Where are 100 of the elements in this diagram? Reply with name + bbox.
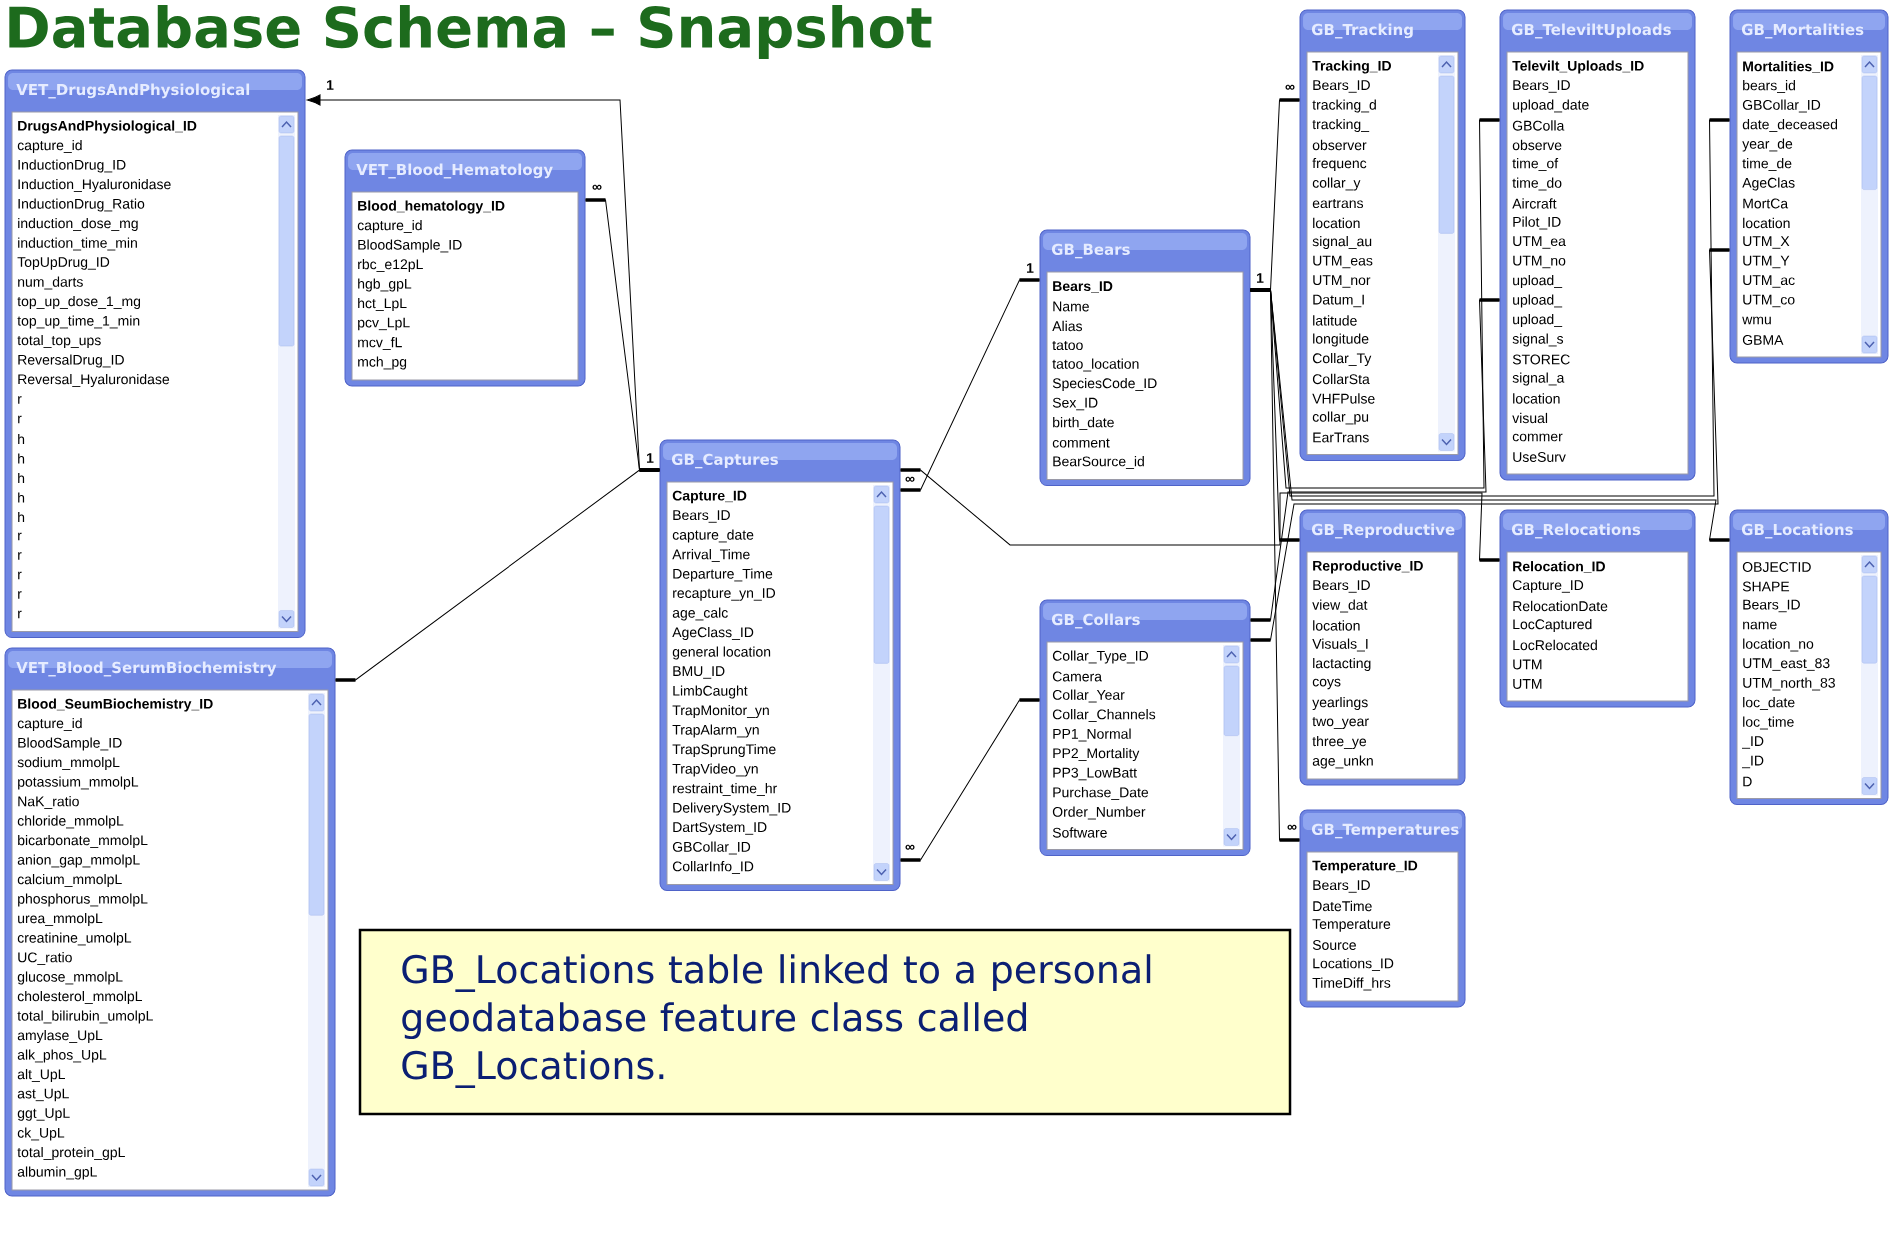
field-name: latitude [1313,315,1357,326]
relationship-line [1250,288,1730,542]
field-name: UTM_co [1743,294,1795,308]
cardinality-label: 1 [647,453,654,463]
field-name: r [18,610,22,619]
field-name: location [1513,393,1560,404]
field-name: GBMA [1742,335,1784,345]
field-name: signal_au [1312,235,1372,249]
field-name: eartrans [1312,198,1364,209]
field-name: Visuals_I [1312,638,1368,652]
field-name: location [1313,217,1360,229]
field-name: cholesterol_mmolpL [17,990,142,1004]
field-name: tracking_ [1312,118,1370,132]
field-name: DrugsAndPhysiological_ID [18,120,197,134]
field-name: UTM_ea [1513,236,1566,249]
field-name: TrapAlarm_yn [672,724,759,738]
field-name: Televilt_Uploads_ID [1512,60,1644,74]
table-window [1499,9,1696,481]
field-name: _ID [1742,736,1764,749]
field-name: PP2_Mortality [1053,747,1140,761]
field-name: num_darts [18,276,83,290]
field-name: Bears_ID [1313,580,1370,593]
field-name: Purchase_Date [1053,787,1149,800]
field-name: calcium_mmolpL [17,873,122,887]
field-name: UTM_no [1513,255,1566,269]
field-name: Blood_hematology_ID [358,200,505,214]
field-name: total_bilirubin_umolpL [17,1010,153,1024]
field-name: induction_time_min [18,237,137,251]
field-name: date_deceased [1742,119,1838,132]
field-name: DateTime [1313,900,1372,912]
field-name: UTM_east_83 [1743,658,1830,671]
field-name: restraint_time_hr [673,783,777,796]
field-name: Name [1053,301,1089,312]
field-name: BearSource_id [1053,456,1144,469]
field-name: Sex_ID [1052,397,1098,411]
field-name: TimeDiff_hrs [1312,977,1391,991]
table-window [1499,509,1696,708]
table-title: GB_Captures [671,453,778,469]
field-name: Collar_Year [1052,689,1125,703]
field-name: two_year [1312,717,1369,729]
table-title: GB_Relocations [1511,523,1641,539]
field-name: TopUpDrug_ID [17,257,110,270]
field-name: signal_a [1512,372,1565,386]
field-name: creatinine_umolpL [17,932,132,946]
relationship-line [900,278,1040,492]
field-name: ast_UpL [17,1088,69,1102]
table-window [1729,9,1889,364]
field-name: BMU_ID [673,666,725,679]
field-name: observer [1312,139,1367,151]
field-name: pcv_LpL [358,317,410,331]
cardinality-label: ∞ [1285,84,1295,90]
field-name: location_no [1743,638,1814,652]
field-name: Capture_ID [1512,580,1584,593]
cardinality-label: ∞ [905,844,915,850]
field-name: mcv_fL [358,337,402,350]
field-name: loc_date [1743,697,1795,710]
field-name: birth_date [1053,417,1114,430]
field-name: Bears_ID [1513,80,1570,93]
table-window [1299,9,1466,461]
field-name: hgb_gpL [358,278,412,292]
field-name: Camera [1052,671,1102,682]
table-window [4,647,336,1197]
field-name: Arrival_Time [672,549,750,562]
field-name: amylase_UpL [17,1029,103,1043]
field-name: Mortalities_ID [1743,61,1834,73]
field-name: commer [1512,433,1563,442]
field-name: anion_gap_mmolpL [17,854,140,868]
field-name: location [1313,620,1360,631]
field-name: Locations_ID [1313,958,1394,971]
field-name: r [18,571,22,580]
field-name: EarTrans [1313,432,1369,443]
field-name: DeliverySystem_ID [673,802,791,816]
table-title: VET_Blood_Hematology [356,163,553,179]
table-title: GB_Reproductive [1311,523,1455,539]
field-name: AgeClass_ID [672,626,754,640]
field-name: rbc_e12pL [358,258,423,272]
field-name: UTM_X [1743,236,1790,249]
field-name: TrapVideo_yn [672,763,758,777]
callout-box: GB_Locations table linked to a personal geodatabase feature class called GB_Locations. [358,928,1292,1116]
field-name: Bears_ID [1053,281,1113,293]
field-name: PP3_LowBatt [1053,767,1137,781]
field-name: Pilot_ID [1513,216,1561,230]
table-title: GB_Collars [1051,613,1140,629]
cardinality-label: 1 [1257,273,1264,283]
field-name: Datum_I [1313,294,1364,308]
field-name: glucose_mmolpL [17,971,123,985]
field-name: h [18,492,25,503]
field-name: time_of [1512,158,1559,171]
field-name: r [18,396,22,404]
field-name: top_up_time_1_min [17,315,140,329]
field-name: Collar_Ty [1312,352,1372,366]
relationship-line [335,468,660,682]
field-name: capture_id [17,139,82,153]
field-name: Reversal_Hyaluronidase [18,373,170,387]
field-name: bears_id [1743,80,1795,93]
table-title: GB_Locations [1741,523,1853,539]
field-name: Bears_ID [673,510,730,523]
field-name: collar_y [1312,177,1361,191]
relationship-line [1250,298,1500,622]
field-name: Tracking_ID [1312,60,1391,74]
